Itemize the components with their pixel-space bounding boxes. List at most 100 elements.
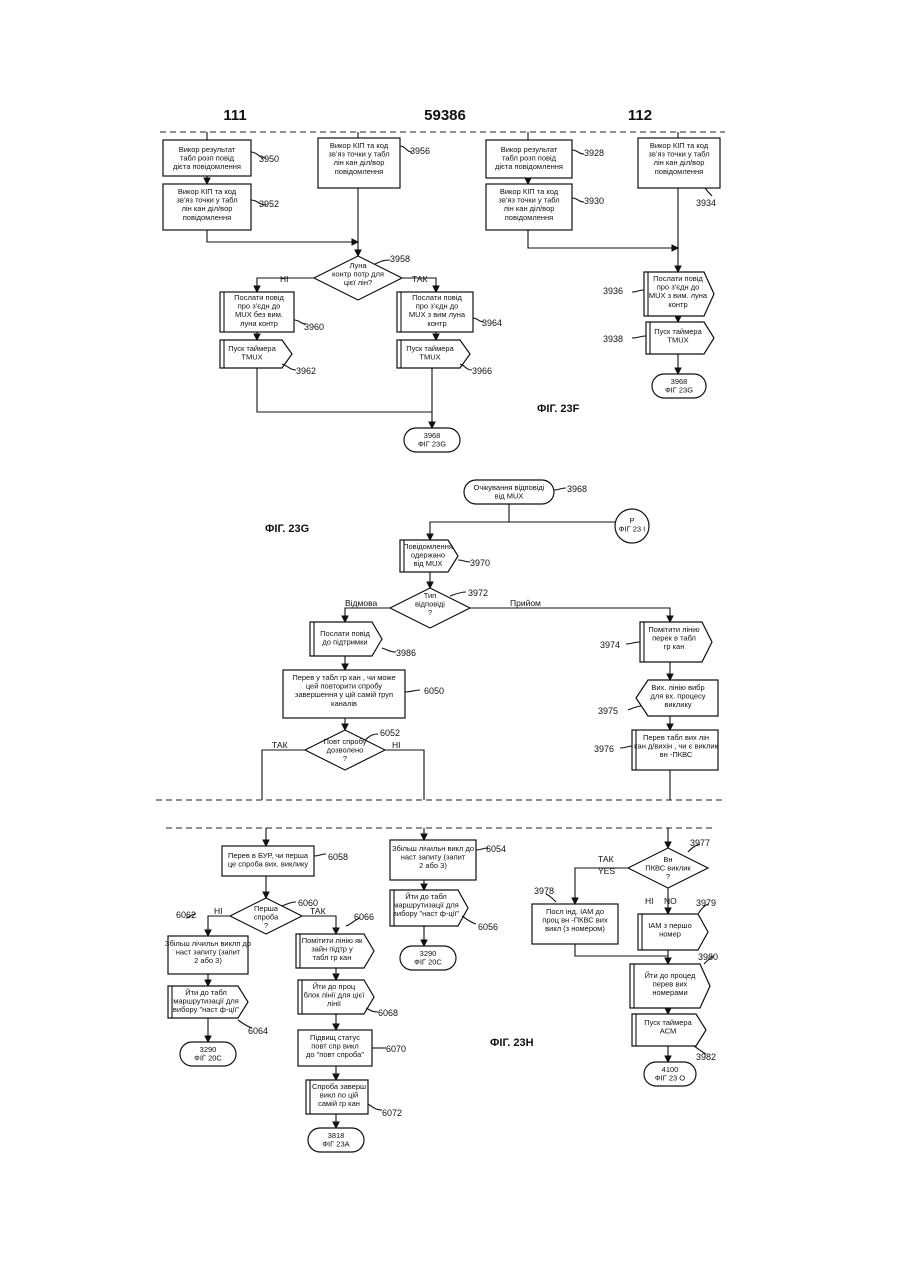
label-tak-2: ТАК <box>272 740 288 750</box>
text-line: ? <box>343 754 347 763</box>
text-line: ФІГ 23G <box>418 440 446 449</box>
label-ni-1: НІ <box>280 274 289 284</box>
text-3960: Послати повідпро з’єдн доMUX без вим.лун… <box>234 293 284 328</box>
ref-6054: 6054 <box>486 844 506 854</box>
ref-3960: 3960 <box>304 322 324 332</box>
figure-label-23h: ФІГ. 23H <box>490 1037 534 1049</box>
ref-3986: 3986 <box>396 648 416 658</box>
ref-3966: 3966 <box>472 366 492 376</box>
text-line: луна контр <box>240 319 278 328</box>
ref-3934: 3934 <box>696 198 716 208</box>
ref-3958: 3958 <box>390 254 410 264</box>
text-line: повідомлення <box>505 213 553 222</box>
ref-3970: 3970 <box>470 558 490 568</box>
ref-6064: 6064 <box>248 1026 268 1036</box>
text-line: 2 або 3) <box>419 861 447 870</box>
text-6070: Підвищ статусповт спр виклдо "повт спроб… <box>306 1033 364 1059</box>
ref-3962: 3962 <box>296 366 316 376</box>
ref-6052: 6052 <box>380 728 400 738</box>
text-line: TMUX <box>667 336 688 345</box>
text-line: ? <box>264 921 268 930</box>
header-right-number: 112 <box>628 107 652 124</box>
ref-3975: 3975 <box>598 706 618 716</box>
ref-6058: 6058 <box>328 852 348 862</box>
text-line: номер <box>659 930 681 939</box>
text-line: повідомлення <box>335 167 383 176</box>
ref-3950: 3950 <box>259 154 279 164</box>
ref-3930: 3930 <box>584 196 604 206</box>
ref-6072: 6072 <box>382 1108 402 1118</box>
ref-6056: 6056 <box>478 922 498 932</box>
text-line: від MUX <box>495 492 524 501</box>
ref-3982: 3982 <box>696 1052 716 1062</box>
text-line: вибору "наст ф-ції" <box>393 909 460 918</box>
label-tak-4: ТАК <box>598 854 614 864</box>
label-ni-2: НІ <box>392 740 401 750</box>
header-page-number: 59386 <box>424 107 466 124</box>
text-3930: Викор КІП та кодзв’яз точки у табллін ка… <box>498 187 559 222</box>
text-line: АСМ <box>660 1027 676 1036</box>
text-line: вн -ПКВС <box>660 750 693 759</box>
text-line: викл (з номером) <box>545 924 605 933</box>
label-tak-1: ТАК <box>412 274 428 284</box>
ref-3968: 3968 <box>567 484 587 494</box>
text-3950: Викор результаттабл розп повіддієта пові… <box>173 145 241 171</box>
text-line: ФІГ 20С <box>414 958 442 967</box>
text-6072: Спроба завершвикл по ційсамій гр кан <box>312 1082 366 1108</box>
label-yes: YES <box>598 866 615 876</box>
text-line: до підтримки <box>322 638 367 647</box>
text-line: лінії <box>327 999 342 1008</box>
text-3928: Викор результаттабл розп повіддієта пові… <box>495 145 563 171</box>
header-left-number: 111 <box>223 107 246 124</box>
text-line: ? <box>666 872 670 881</box>
text-3978: Посл інд. ІАМ допроц вн -ПКВС вихвикл (з… <box>542 907 608 933</box>
text-line: ФІГ 23G <box>665 386 693 395</box>
text-3952: Викор КІП та кодзв’яз точки у табллін ка… <box>176 187 237 222</box>
text-line: ФІГ 23 І <box>619 525 645 534</box>
figure-label-23f: ФІГ. 23F <box>537 403 580 415</box>
label-ni-4: НІ <box>645 896 654 906</box>
text-line: дієта повідомлення <box>173 162 241 171</box>
ref-3952: 3952 <box>259 199 279 209</box>
ref-3928: 3928 <box>584 148 604 158</box>
ref-3964: 3964 <box>482 318 502 328</box>
ref-6068: 6068 <box>378 1008 398 1018</box>
ref-6050: 6050 <box>424 686 444 696</box>
text-6058: Перев в БУР, чи першаце спроба вих. викл… <box>228 851 309 869</box>
ref-3936: 3936 <box>603 286 623 296</box>
text-3956: Викор КІП та кодзв’яз точки у табллін ка… <box>328 141 389 176</box>
text-line: TMUX <box>419 353 440 362</box>
text-line: це спроба вих. виклику <box>228 860 309 869</box>
text-line: табл гр кан <box>313 953 352 962</box>
ref-3972: 3972 <box>468 588 488 598</box>
label-tak-3: ТАК <box>310 906 326 916</box>
text-line: контр <box>668 300 687 309</box>
text-line: дієта повідомлення <box>495 162 563 171</box>
text-line: каналів <box>331 699 357 708</box>
text-line: TMUX <box>241 353 262 362</box>
text-line: самій гр кан <box>318 1099 360 1108</box>
text-line: ФІГ 23 О <box>655 1074 685 1083</box>
text-line: виклику <box>664 700 691 709</box>
text-line: цієї лін? <box>344 278 372 287</box>
ref-3956: 3956 <box>410 146 430 156</box>
ref-6066: 6066 <box>354 912 374 922</box>
label-ni-3: НІ <box>214 906 223 916</box>
ref-3978: 3978 <box>534 886 554 896</box>
text-line: контр <box>427 319 446 328</box>
text-line: вибору "наст ф-ції" <box>173 1005 240 1014</box>
text-line: ? <box>428 608 432 617</box>
ref-3980: 3980 <box>698 952 718 962</box>
figure-label-23g: ФІГ. 23G <box>265 523 309 535</box>
ref-3979: 3979 <box>696 898 716 908</box>
text-line: номерами <box>652 988 687 997</box>
text-line: повідомлення <box>183 213 231 222</box>
ref-3976: 3976 <box>594 744 614 754</box>
label-no: NO <box>664 896 677 906</box>
text-line: 2 або 3) <box>194 956 222 965</box>
text-line: ФІГ 20С <box>194 1054 222 1063</box>
text-3986: Послати повіддо підтримки <box>320 629 370 647</box>
text-line: повідомлення <box>655 167 703 176</box>
text-3934: Викор КІП та кодзв’яз точки у табллін ка… <box>648 141 709 176</box>
